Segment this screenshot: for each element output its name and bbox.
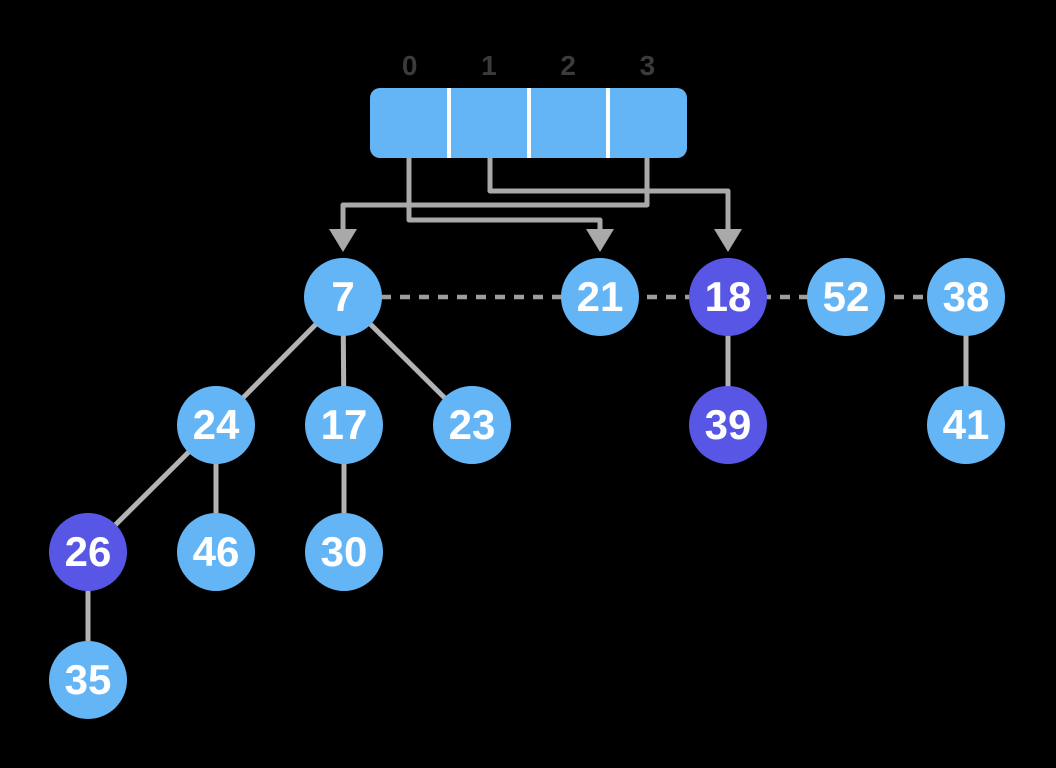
pointer-line-index3-to-7 [340, 157, 650, 231]
node-value: 46 [192, 528, 240, 575]
array-index-labels: 0 1 2 3 [370, 50, 687, 82]
heap-node-18: 18 [689, 258, 767, 336]
arrowheads [329, 229, 742, 252]
arrowhead-icon-to-21 [586, 229, 614, 252]
node-value: 30 [320, 528, 368, 575]
node-value: 26 [64, 528, 112, 575]
heap-node-46: 46 [177, 513, 255, 591]
node-value: 21 [576, 273, 624, 320]
heap-node-7: 7 [304, 258, 382, 336]
array-index-1: 1 [481, 50, 497, 81]
arrowhead-icon-to-18 [714, 229, 742, 252]
heap-node-23: 23 [433, 386, 511, 464]
pointer-line-index0-to-21 [406, 157, 603, 231]
pointer-line-index1-to-18 [487, 157, 731, 231]
heap-node-21: 21 [561, 258, 639, 336]
heap-node-52: 52 [807, 258, 885, 336]
heap-node-17: 17 [305, 386, 383, 464]
array-divider [447, 88, 451, 158]
node-value: 24 [192, 401, 240, 448]
node-value: 39 [704, 401, 752, 448]
heap-node-30: 30 [305, 513, 383, 591]
node-value: 17 [320, 401, 368, 448]
array-divider [606, 88, 610, 158]
heap-node-41: 41 [927, 386, 1005, 464]
node-value: 41 [942, 401, 990, 448]
node-value: 52 [822, 273, 870, 320]
heap-node-39: 39 [689, 386, 767, 464]
tree-edges [85, 295, 969, 680]
node-value: 18 [704, 273, 752, 320]
array-index-3: 3 [639, 50, 656, 81]
array-divider [527, 88, 531, 158]
node-value: 38 [942, 273, 990, 320]
heap-node-24: 24 [177, 386, 255, 464]
array-index-0: 0 [401, 50, 418, 81]
array-index-2: 2 [560, 50, 576, 81]
node-value: 35 [64, 656, 112, 703]
degree-array [370, 88, 687, 158]
heap-node-35: 35 [49, 641, 127, 719]
node-value: 23 [448, 401, 496, 448]
heap-node-38: 38 [927, 258, 1005, 336]
array-pointer-arrows [340, 157, 731, 231]
arrowhead-icon-to-7 [329, 229, 357, 252]
node-value: 7 [331, 273, 355, 320]
heap-node-26: 26 [49, 513, 127, 591]
